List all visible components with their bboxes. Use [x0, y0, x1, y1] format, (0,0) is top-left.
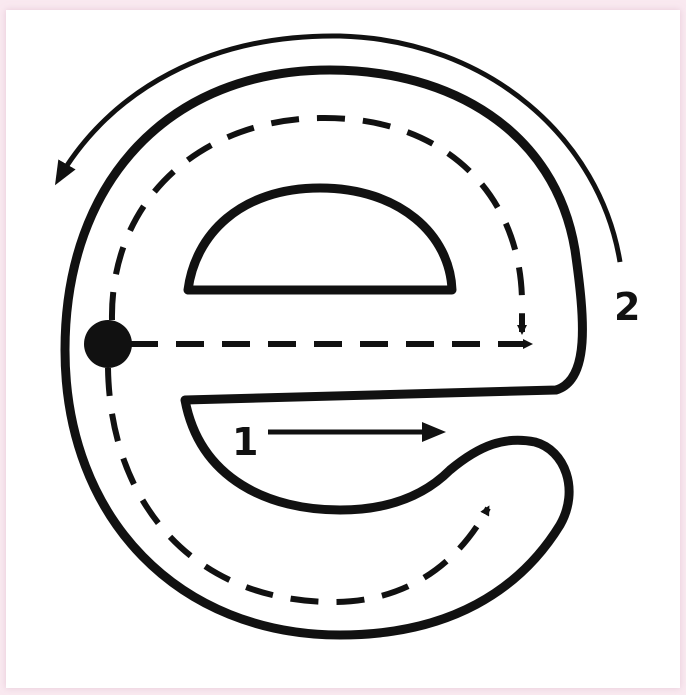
- letter-outline: [65, 70, 582, 635]
- inner-counter: [188, 188, 452, 290]
- step-2-label: 2: [614, 285, 640, 329]
- step-1-label: 1: [232, 420, 258, 464]
- guide-stroke-upper-curve: [112, 118, 522, 332]
- start-dot: [84, 320, 132, 368]
